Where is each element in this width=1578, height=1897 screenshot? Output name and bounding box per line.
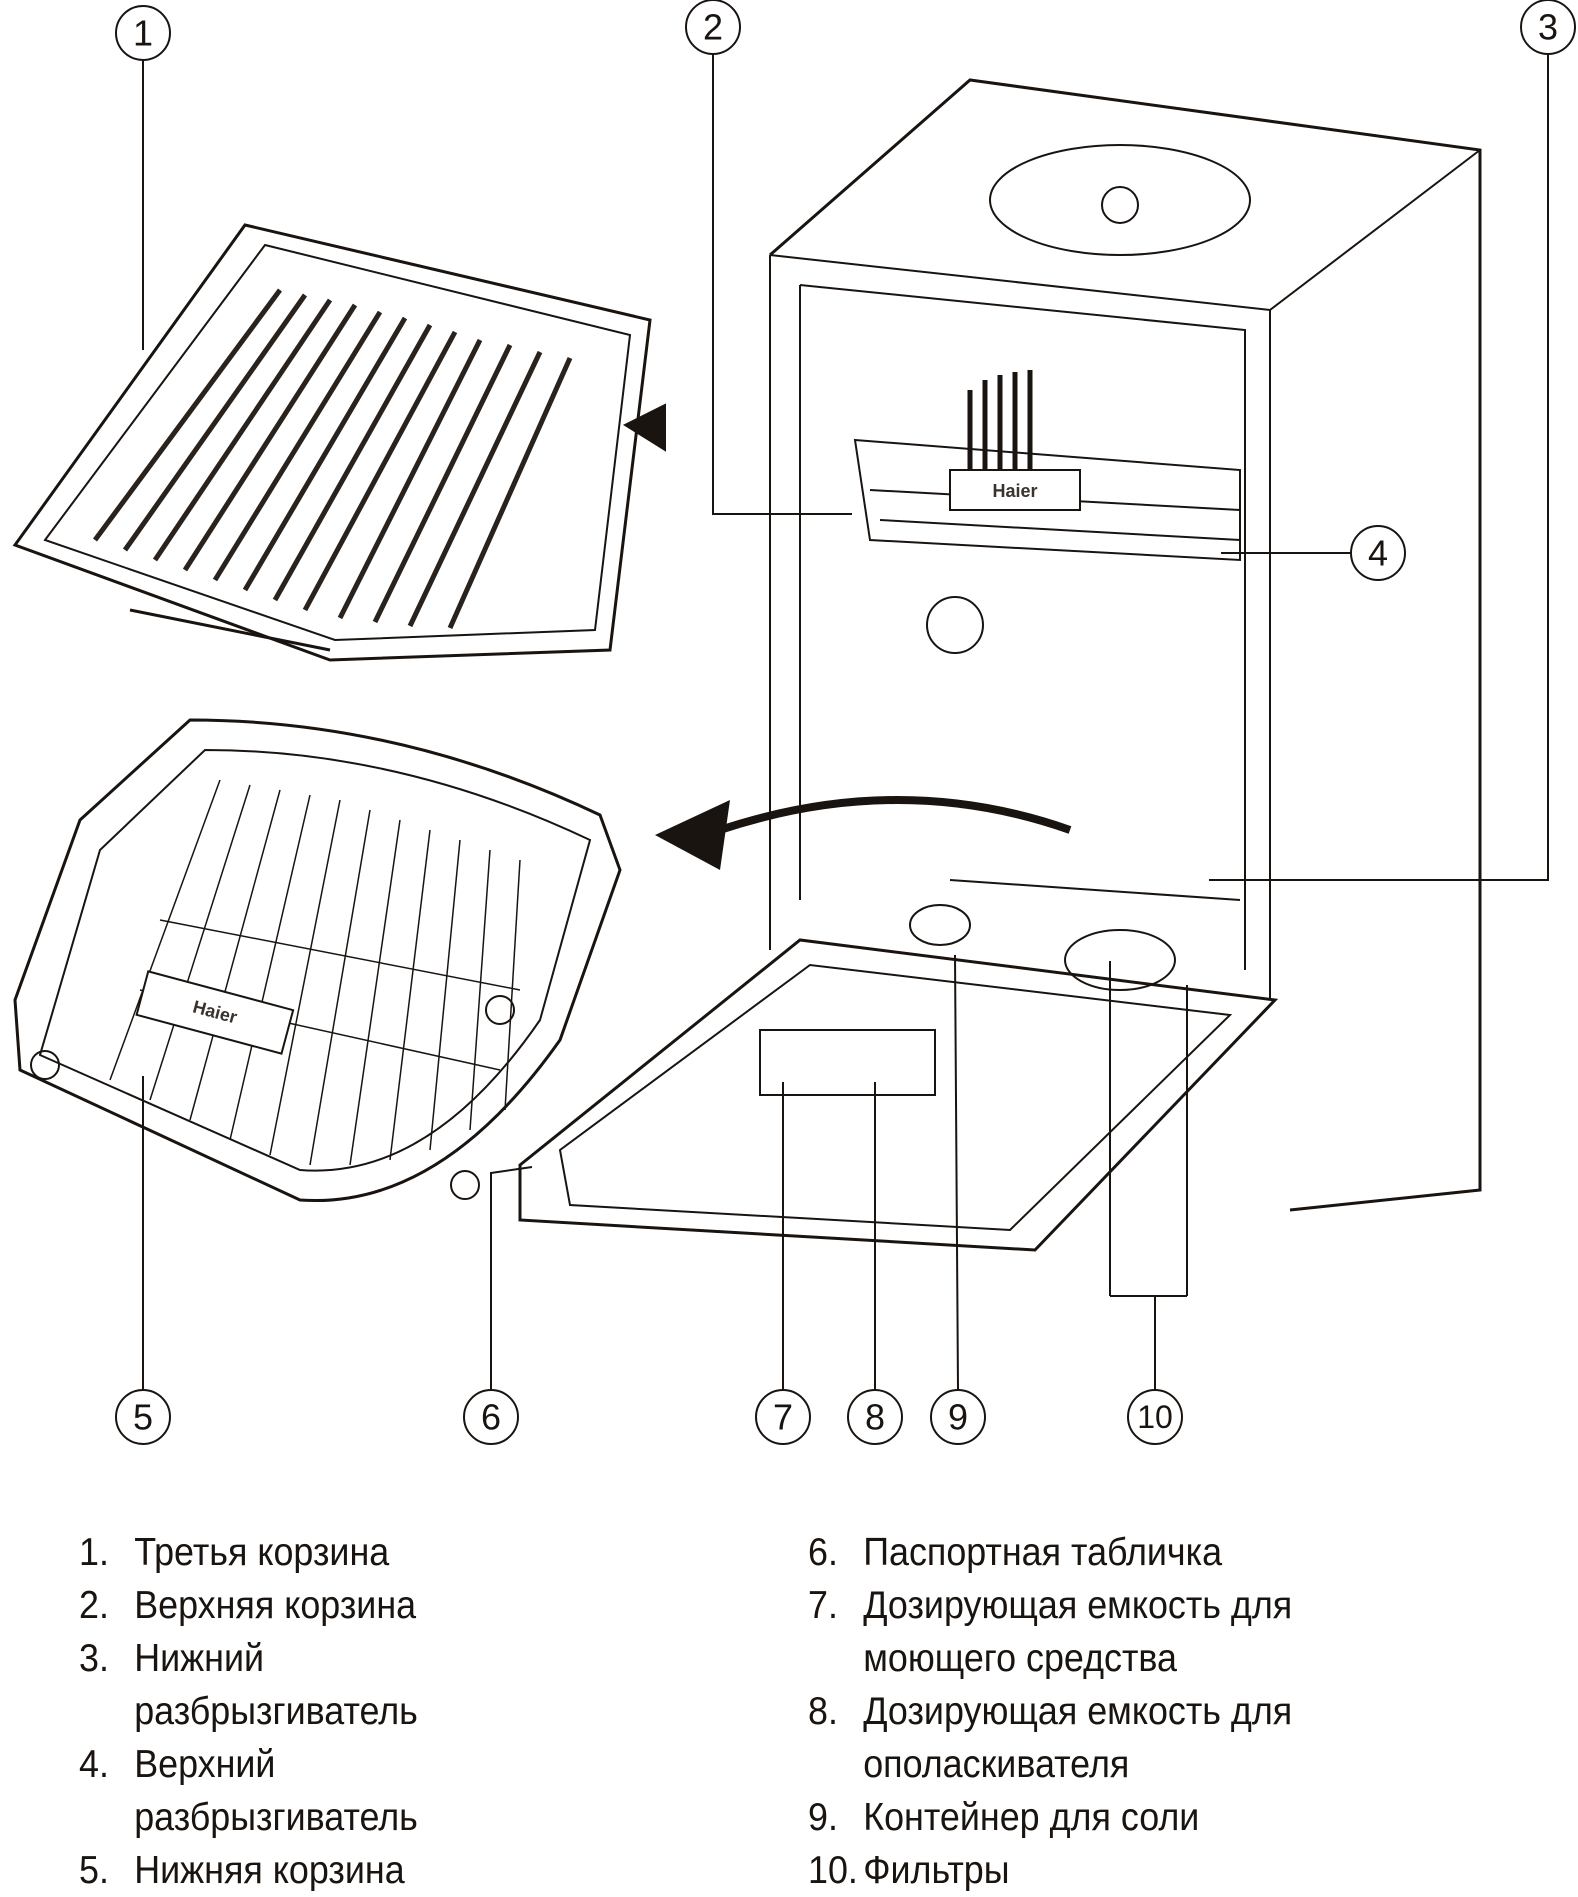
dishwasher-body-drawing: Haier xyxy=(518,78,1482,1252)
legend-num: 8. xyxy=(808,1690,838,1733)
legend-num: 10. xyxy=(808,1849,858,1892)
legend-text: Нижняя корзина xyxy=(134,1849,405,1892)
legend-num: 5. xyxy=(79,1849,109,1892)
callout-9: 9 xyxy=(930,1389,986,1445)
legend-num: 2. xyxy=(79,1584,109,1627)
upper-basket-brand-label: Haier xyxy=(992,481,1037,501)
legend-left: 1. Третья корзина 2. Верхняя корзина 3. Ниж… xyxy=(79,1526,679,1897)
callout-8: 8 xyxy=(847,1389,903,1445)
svg-text:4: 4 xyxy=(1368,533,1388,574)
legend-item: 2. Верхняя корзина xyxy=(79,1579,631,1632)
legend-right: 6. Паспортная табличка 7. Дозирующая емкос… xyxy=(808,1526,1428,1897)
legend-item: 7. Дозирующая емкость для моющего средств… xyxy=(808,1579,1378,1685)
callout-7: 7 xyxy=(755,1389,811,1445)
callout-2: 2 xyxy=(685,0,741,55)
dishwasher-diagram: Haier Haier 1 xyxy=(12,0,1576,1445)
legend-num: 6. xyxy=(808,1531,838,1574)
legend-item: 4. Верхний разбрызгиватель xyxy=(79,1738,631,1844)
legend-text: Нижний разбрызгиватель xyxy=(134,1637,418,1733)
legend-num: 1. xyxy=(79,1531,109,1574)
legend-text: Третья корзина xyxy=(134,1531,390,1574)
legend-item: 1. Третья корзина xyxy=(79,1526,631,1579)
svg-text:10: 10 xyxy=(1137,1399,1173,1435)
svg-text:5: 5 xyxy=(133,1397,153,1438)
legend-text: Верхняя корзина xyxy=(134,1584,417,1627)
legend-item: 5. Нижняя корзина xyxy=(79,1844,631,1897)
third-basket-drawing xyxy=(12,223,666,662)
svg-text:1: 1 xyxy=(133,13,153,54)
legend-text: Фильтры xyxy=(863,1849,1010,1892)
svg-text:3: 3 xyxy=(1538,7,1558,48)
leader-lines xyxy=(142,54,1549,1391)
legend-item: 9. Контейнер для соли xyxy=(808,1791,1378,1844)
svg-text:2: 2 xyxy=(703,7,723,48)
legend-text: Дозирующая емкость для моющего средства xyxy=(863,1584,1293,1680)
callout-6: 6 xyxy=(463,1389,519,1445)
legend-num: 3. xyxy=(79,1637,109,1680)
svg-text:6: 6 xyxy=(481,1397,501,1438)
callout-4: 4 xyxy=(1350,525,1406,581)
legend-item: 8. Дозирующая емкость для ополаскивателя xyxy=(808,1685,1378,1791)
legend-text: Верхний разбрызгиватель xyxy=(134,1743,418,1839)
legend-num: 4. xyxy=(79,1743,109,1786)
legend-text: Контейнер для соли xyxy=(863,1796,1200,1839)
legend-num: 7. xyxy=(808,1584,838,1627)
callout-1: 1 xyxy=(115,5,171,61)
svg-text:8: 8 xyxy=(865,1397,885,1438)
callout-10: 10 xyxy=(1127,1389,1183,1445)
callout-5: 5 xyxy=(115,1389,171,1445)
legend-num: 9. xyxy=(808,1796,838,1839)
legend-text: Паспортная табличка xyxy=(863,1531,1223,1574)
callout-3: 3 xyxy=(1520,0,1576,55)
legend-item: 3. Нижний разбрызгиватель xyxy=(79,1632,631,1738)
lower-basket-drawing: Haier xyxy=(13,718,1072,1203)
legend-item: 6. Паспортная табличка xyxy=(808,1526,1378,1579)
svg-text:9: 9 xyxy=(948,1397,968,1438)
legend-item: 10.Фильтры xyxy=(808,1844,1378,1897)
svg-text:7: 7 xyxy=(773,1397,793,1438)
legend-text: Дозирующая емкость для ополаскивателя xyxy=(863,1690,1293,1786)
